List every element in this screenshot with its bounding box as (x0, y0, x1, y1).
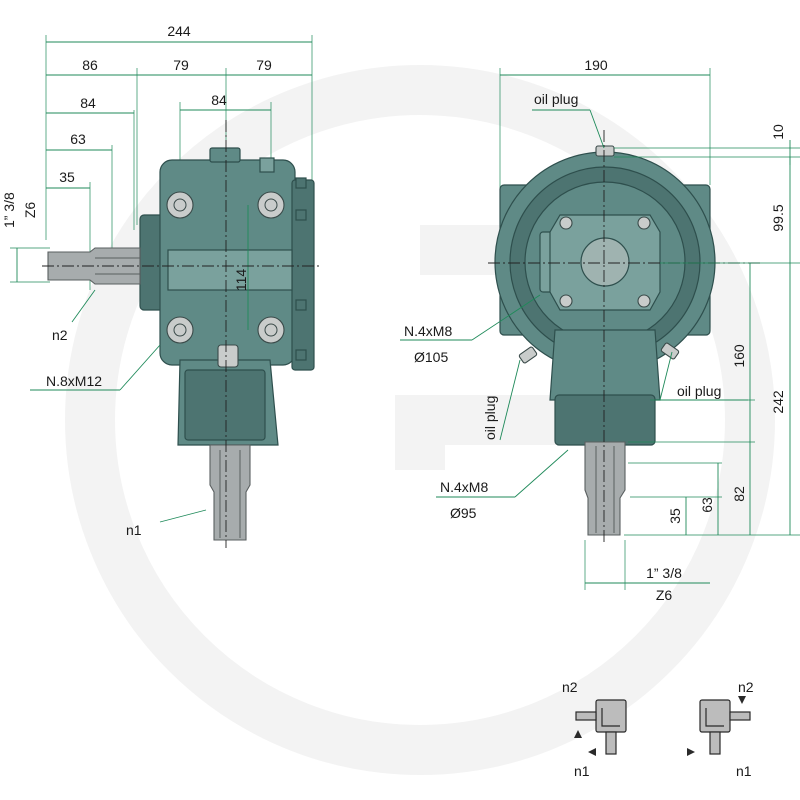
dim-shaft-size-front: 1” 3/8 Z6 (584, 540, 710, 603)
side-output-shaft (209, 444, 251, 541)
dim-244-text: 244 (167, 23, 191, 39)
dim-63-front: 63 (628, 462, 722, 535)
dim-shaft-size-text: 1” 3/8 (1, 192, 17, 228)
dim-79b-text: 79 (256, 57, 272, 73)
dim-35-front-text: 35 (667, 508, 683, 524)
dim-242-text: 242 (770, 390, 786, 414)
dim-10: 10 (770, 124, 791, 165)
label-oil-plug-left: oil plug (482, 396, 498, 440)
front-housing (494, 145, 716, 446)
dim-244: 244 (46, 23, 312, 43)
icon2-n1-label: n1 (736, 763, 752, 779)
icon2-n2-label: n2 (738, 679, 754, 695)
label-n2-side: n2 (52, 327, 68, 343)
icon1-n2-label: n2 (562, 679, 578, 695)
side-view: 244 86 79 79 84 84 63 35 (1, 23, 320, 548)
dim-82: 82 (731, 442, 751, 535)
dim-shaft-size-front-text: 1” 3/8 (646, 565, 682, 581)
dim-114: 114 (233, 205, 249, 330)
dim-63: 63 (46, 131, 112, 151)
dim-190: 190 (500, 57, 710, 76)
side-housing (139, 147, 315, 446)
dim-99-5: 99.5 (770, 157, 791, 263)
dim-190-text: 190 (584, 57, 608, 73)
label-flange-bolts: N.4xM8 (404, 323, 452, 339)
rotation-icon-1: n2 n1 (562, 679, 627, 779)
rotation-icon-2: n2 n1 (687, 679, 754, 779)
dim-84-left: 84 (46, 95, 134, 114)
dim-shaft-size: 1” 3/8 Z6 (1, 192, 50, 283)
front-output-shaft (584, 441, 626, 536)
label-shaft-dia: Ø95 (450, 505, 477, 521)
dim-35-text: 35 (59, 169, 75, 185)
dim-84-flange-text: 84 (211, 92, 227, 108)
dim-63-front-text: 63 (699, 497, 715, 513)
dim-86-text: 86 (82, 57, 98, 73)
dim-shaft-z-front-text: Z6 (656, 587, 673, 603)
dim-82-text: 82 (731, 486, 747, 502)
dim-84-flange: 84 (180, 92, 271, 111)
dim-35: 35 (46, 169, 90, 189)
dim-160-text: 160 (731, 344, 747, 368)
side-bolts (166, 191, 285, 368)
label-shaft-bolts: N.4xM8 (440, 479, 488, 495)
label-oil-plug-right: oil plug (677, 383, 721, 399)
dim-114-text: 114 (233, 269, 249, 292)
icon1-n1-label: n1 (574, 763, 590, 779)
dim-84-left-text: 84 (80, 95, 96, 111)
label-oil-plug-top: oil plug (534, 91, 578, 107)
label-flange-dia: Ø105 (414, 349, 448, 365)
dim-35-front: 35 (667, 497, 687, 535)
front-view: 190 (400, 57, 800, 603)
dim-10-text: 10 (770, 124, 786, 140)
dim-160: 160 (731, 263, 751, 442)
label-n1-side: n1 (126, 522, 142, 538)
dim-242: 242 (770, 263, 791, 535)
dim-79a-text: 79 (173, 57, 189, 73)
dim-63-text: 63 (70, 131, 86, 147)
dim-shaft-z-text: Z6 (22, 202, 38, 219)
label-bolts-side: N.8xM12 (46, 373, 102, 389)
dim-99-5-text: 99.5 (770, 204, 786, 231)
dim-86-79-79: 86 79 79 (46, 57, 312, 76)
